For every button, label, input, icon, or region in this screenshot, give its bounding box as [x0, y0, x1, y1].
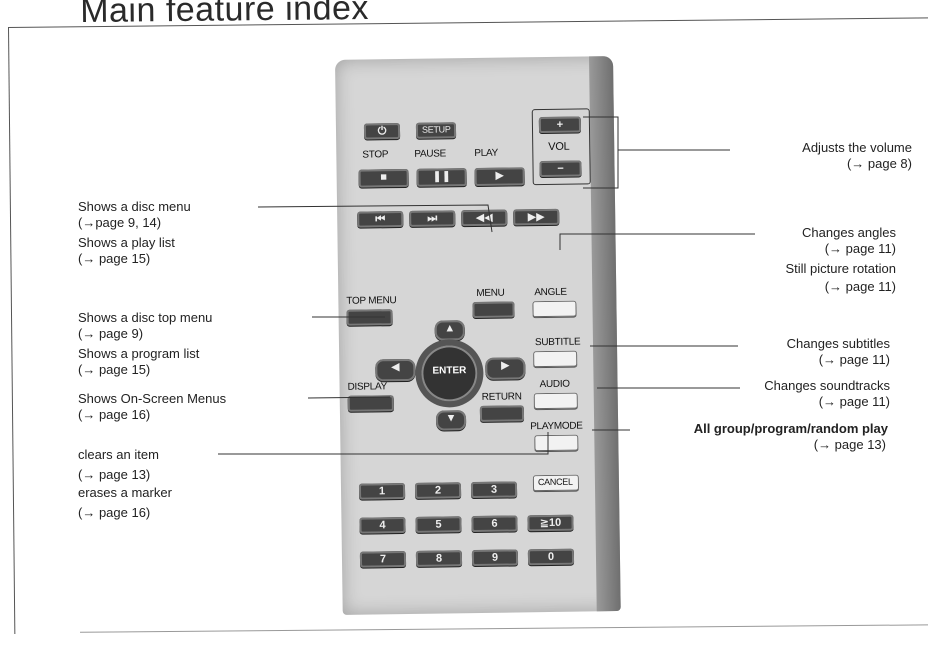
leader-osm — [307, 396, 391, 399]
label-disc-menu: Shows a disc menu — [78, 199, 191, 214]
ref-program-list: (→ page 15) — [78, 362, 151, 377]
volume-bracket — [583, 116, 619, 189]
ref-disc-menu: (→page 9, 14) — [78, 215, 162, 230]
label-top-menu: Shows a disc top menu — [78, 310, 213, 325]
ref-angles: (→ page 11) — [824, 241, 896, 256]
ref-osm: (→ page 16) — [78, 407, 151, 422]
ref-subtitles: (→ page 11) — [818, 352, 890, 367]
label-play-list: Shows a play list — [78, 235, 175, 250]
leader-disc-menu — [257, 204, 493, 233]
ref-play-list: (→ page 15) — [78, 251, 151, 266]
ref-volume: (→ page 8) — [846, 156, 912, 171]
label-angles: Changes angles — [802, 225, 896, 240]
ref-clear: (→ page 13) — [78, 467, 151, 482]
label-playmode: All group/program/random play — [693, 421, 888, 436]
ref-playmode: (→ page 13) — [813, 437, 886, 452]
label-volume: Adjusts the volume — [802, 140, 912, 155]
label-clear: clears an item — [78, 447, 159, 462]
ref-rotation: (→ page 11) — [824, 279, 896, 294]
ref-erase: (→ page 16) — [78, 505, 151, 520]
leader-clear — [218, 432, 549, 455]
label-program-list: Shows a program list — [78, 346, 200, 361]
label-rotation: Still picture rotation — [785, 261, 896, 276]
label-subtitles: Changes subtitles — [786, 336, 890, 351]
label-erase: erases a marker — [78, 485, 172, 500]
ref-top-menu: (→ page 9) — [78, 326, 144, 341]
ref-soundtracks: (→ page 11) — [818, 394, 890, 409]
leader-angles — [559, 233, 755, 250]
label-soundtracks: Changes soundtracks — [764, 378, 890, 393]
label-osm: Shows On-Screen Menus — [78, 391, 227, 406]
